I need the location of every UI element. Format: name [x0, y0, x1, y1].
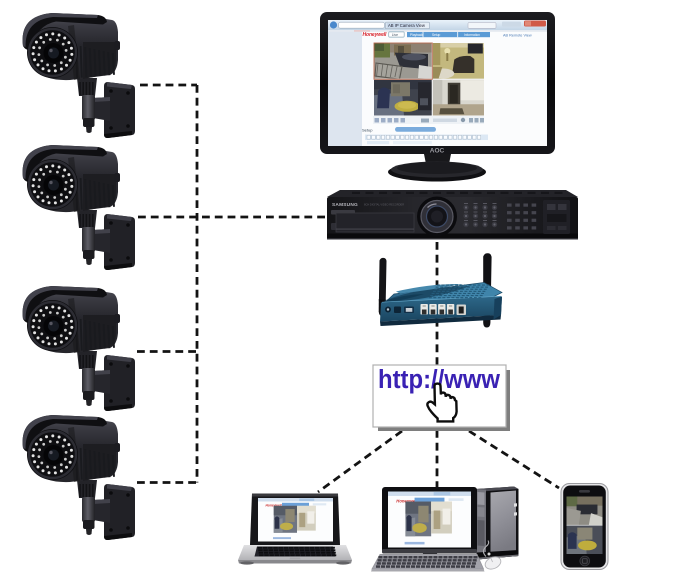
svg-text:AB IP Camera View: AB IP Camera View: [388, 23, 426, 28]
svg-text:SAMSUNG: SAMSUNG: [332, 202, 358, 208]
svg-text:Playback: Playback: [410, 33, 423, 37]
svg-text:Honeywell: Honeywell: [363, 32, 388, 38]
svg-text:8CH DIGITAL VIDEO RECORDER: 8CH DIGITAL VIDEO RECORDER: [364, 203, 404, 207]
svg-text:Information: Information: [464, 33, 480, 37]
svg-text:AB Remote View: AB Remote View: [503, 33, 532, 37]
svg-text:Honeywell: Honeywell: [396, 499, 418, 504]
svg-text:Setup: Setup: [432, 33, 441, 37]
svg-text:AOC: AOC: [430, 148, 445, 155]
svg-text:Honeywell: Honeywell: [266, 504, 282, 508]
svg-text:Live: Live: [392, 33, 398, 37]
svg-text:Setup: Setup: [362, 128, 373, 133]
